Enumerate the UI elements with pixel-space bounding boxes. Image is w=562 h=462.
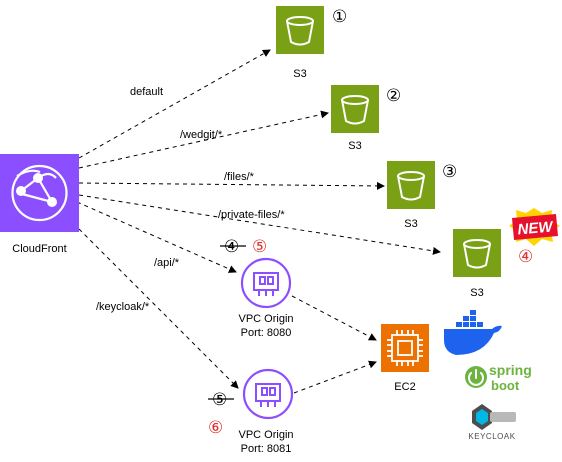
edge-label-files: /files/*	[224, 171, 255, 183]
docker-whale-icon	[444, 310, 502, 355]
vpc-origin-2-port: Port: 8081	[241, 443, 292, 455]
s3-bucket-1-label: S3	[293, 68, 306, 80]
edge-private-files	[78, 194, 441, 255]
edge-wedgit	[78, 110, 329, 169]
s3-bucket-4-label: S3	[470, 287, 483, 299]
ec2-node[interactable]: EC2	[381, 324, 429, 393]
vpc-origin-1[interactable]: VPC Origin Port: 8080	[238, 257, 294, 339]
edge-label-keycloak: /keycloak/*	[96, 301, 150, 313]
keycloak-logo: KEYCLOAK	[468, 404, 516, 441]
edge-label-default: default	[130, 86, 163, 98]
edge-api	[76, 201, 237, 273]
marker-s3-3: ③	[442, 162, 457, 182]
spring-logo-bottom: boot	[491, 378, 520, 393]
marker-vpc1-new: ⑤	[252, 237, 267, 257]
s3-bucket-icon	[387, 161, 435, 209]
new-badge: NEW	[509, 208, 560, 246]
marker-vpc2-old: ⑤	[212, 390, 227, 410]
spring-logo-top: spring	[489, 362, 532, 378]
s3-bucket-1[interactable]: S3	[276, 6, 324, 80]
s3-bucket-icon	[276, 6, 324, 54]
edges	[61, 49, 441, 394]
s3-bucket-icon	[453, 229, 501, 277]
s3-bucket-2-label: S3	[348, 140, 361, 152]
cloudfront-label: CloudFront	[12, 243, 66, 255]
edge-label-api: /api/*	[154, 257, 180, 269]
marker-vpc2-new: ⑥	[208, 418, 223, 438]
edge-files	[78, 181, 385, 190]
edge-vpc2-ec2	[293, 360, 377, 394]
edge-label-wedgit: /wedgit/*	[180, 129, 223, 141]
s3-bucket-icon	[331, 85, 379, 133]
keycloak-logo-text: KEYCLOAK	[468, 432, 515, 441]
ec2-label: EC2	[394, 381, 415, 393]
vpc-origin-2[interactable]: VPC Origin Port: 8081	[238, 368, 294, 455]
new-badge-text: NEW	[517, 218, 555, 238]
marker-s3-2: ②	[386, 86, 401, 106]
edge-default	[78, 49, 271, 159]
s3-bucket-3-label: S3	[404, 218, 417, 230]
edge-label-private-files: /private-files/*	[218, 209, 285, 221]
edge-vpc1-ec2	[291, 295, 377, 341]
s3-bucket-3[interactable]: S3	[387, 161, 435, 230]
ec2-chip-icon	[381, 324, 429, 372]
marker-s3-1: ①	[332, 7, 347, 27]
marker-s3-4: ④	[518, 247, 533, 267]
vpc-origin-1-name: VPC Origin	[238, 313, 293, 325]
s3-bucket-4[interactable]: S3	[453, 229, 501, 299]
new-badge-ribbon	[512, 214, 558, 240]
cloudfront-node[interactable]: CloudFront	[0, 154, 79, 255]
vpc-origin-2-name: VPC Origin	[238, 429, 293, 441]
s3-bucket-2[interactable]: S3	[331, 85, 379, 152]
marker-vpc1-old: ④	[224, 237, 239, 257]
edge-keycloak	[61, 211, 239, 389]
vpc-origin-1-port: Port: 8080	[241, 327, 292, 339]
spring-boot-logo: spring boot	[465, 362, 532, 393]
